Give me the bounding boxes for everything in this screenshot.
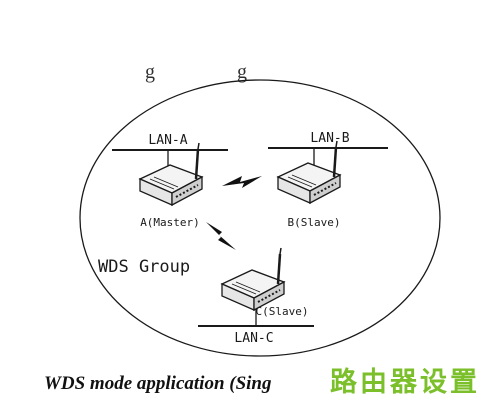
- router-a-label: A(Master): [140, 216, 200, 229]
- wireless-link-a-b-icon: [222, 176, 262, 188]
- lan-c: LAN-C: [198, 304, 314, 346]
- caption: WDS mode application (Sing: [44, 373, 272, 394]
- watermark: 路由器设置: [330, 366, 480, 398]
- wds-group-ellipse: [79, 79, 441, 357]
- svg-text:g: g: [145, 61, 155, 83]
- router-b-icon: [276, 139, 342, 205]
- lan-b-label: LAN-B: [310, 131, 349, 146]
- router-c-icon: [220, 246, 286, 312]
- lan-a: LAN-A: [112, 133, 228, 168]
- router-c-label: C(Slave): [256, 305, 309, 318]
- router-a-icon: [138, 141, 204, 207]
- router-b-label: B(Slave): [288, 216, 341, 229]
- wds-group-label: WDS Group: [98, 257, 190, 277]
- lan-c-label: LAN-C: [234, 331, 273, 346]
- svg-text:g: g: [237, 61, 247, 83]
- wireless-link-a-c-icon: [206, 222, 236, 250]
- lan-a-label: LAN-A: [148, 133, 187, 148]
- lan-b: LAN-B: [268, 131, 388, 166]
- cropped-title-fragment: g g: [145, 61, 247, 83]
